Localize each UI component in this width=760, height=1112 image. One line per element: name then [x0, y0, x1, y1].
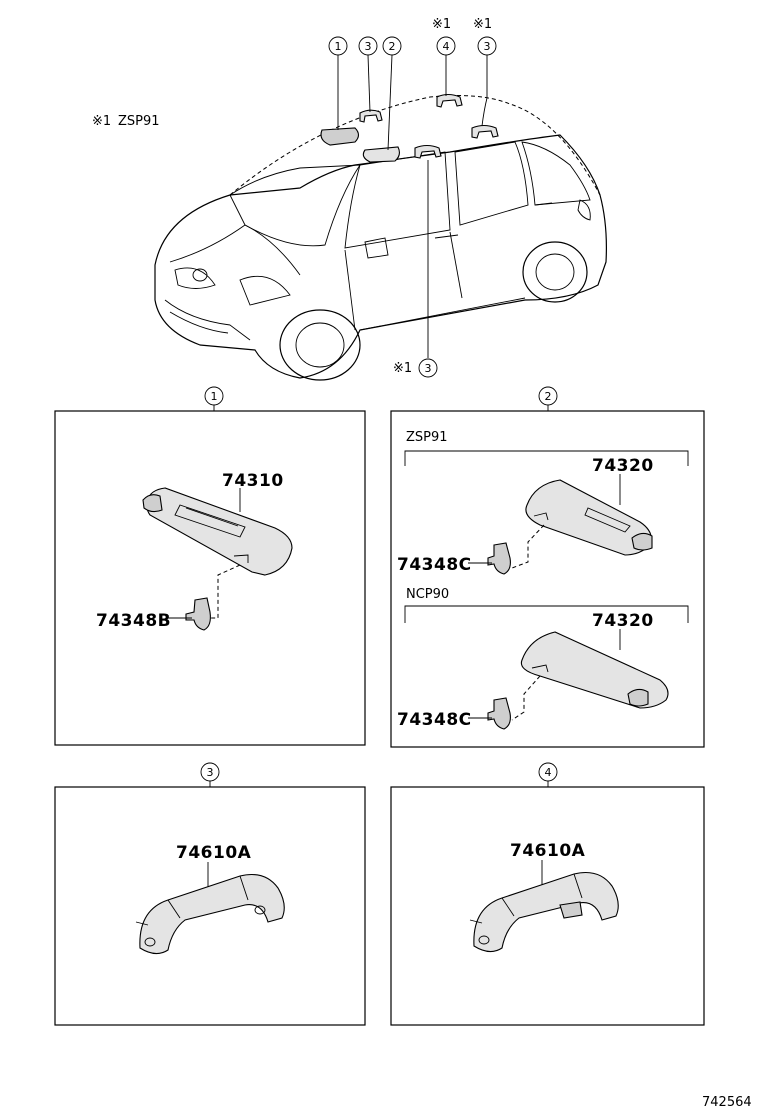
panel-1-header: 1: [204, 386, 224, 411]
part-74320-zsp91: 74320: [592, 456, 654, 476]
svg-text:3: 3: [425, 362, 432, 375]
callout-1-roof: 1: [328, 36, 348, 56]
panel-2-content: ZSP91 74320 74348C NCP90 74320 74348C: [397, 430, 689, 730]
callout-3-roof-rear: ※1 3: [473, 17, 497, 56]
part-74610A-panel-3: 74610A: [176, 843, 252, 863]
panel-1-content: 74310 74348B: [96, 471, 293, 631]
callout-leaders: [337, 54, 488, 358]
panel-3-content: 74610A: [135, 843, 285, 955]
part-74348B: 74348B: [96, 611, 171, 631]
panel-4-content: 74610A: [469, 841, 619, 953]
svg-text:3: 3: [365, 40, 372, 53]
svg-text:※1: ※1: [393, 361, 412, 376]
part-74610A-panel-4: 74610A: [510, 841, 586, 861]
svg-text:2: 2: [545, 390, 552, 403]
panel-2-header: 2: [538, 386, 558, 411]
svg-text:4: 4: [443, 40, 450, 53]
svg-text:3: 3: [484, 40, 491, 53]
model-ncp90: NCP90: [406, 587, 449, 602]
svg-text:1: 1: [335, 40, 342, 53]
panel-3-header: 3: [200, 762, 220, 787]
panel-4-header: 4: [538, 762, 558, 787]
car-illustration: [154, 93, 607, 381]
svg-text:3: 3: [207, 766, 214, 779]
svg-text:※1: ※1: [432, 17, 451, 32]
panel-1-box: [54, 410, 366, 746]
svg-text:ZSP91: ZSP91: [118, 114, 160, 129]
svg-text:2: 2: [389, 40, 396, 53]
part-74310: 74310: [222, 471, 284, 491]
model-zsp91: ZSP91: [406, 430, 448, 445]
callout-3-roof: 3: [358, 36, 378, 56]
svg-text:※1: ※1: [473, 17, 492, 32]
callout-3-bottom: ※1 3: [393, 358, 438, 378]
model-note: ※1 ZSP91: [92, 114, 160, 129]
callout-4-roof: ※1 4: [432, 17, 456, 56]
svg-text:1: 1: [211, 390, 218, 403]
part-74348C-zsp91: 74348C: [397, 555, 472, 575]
svg-text:※1: ※1: [92, 114, 111, 129]
svg-text:4: 4: [545, 766, 552, 779]
callout-2-roof: 2: [382, 36, 402, 56]
part-74320-ncp90: 74320: [592, 611, 654, 631]
part-74348C-ncp90: 74348C: [397, 710, 472, 730]
diagram-id: 742564: [702, 1095, 752, 1110]
